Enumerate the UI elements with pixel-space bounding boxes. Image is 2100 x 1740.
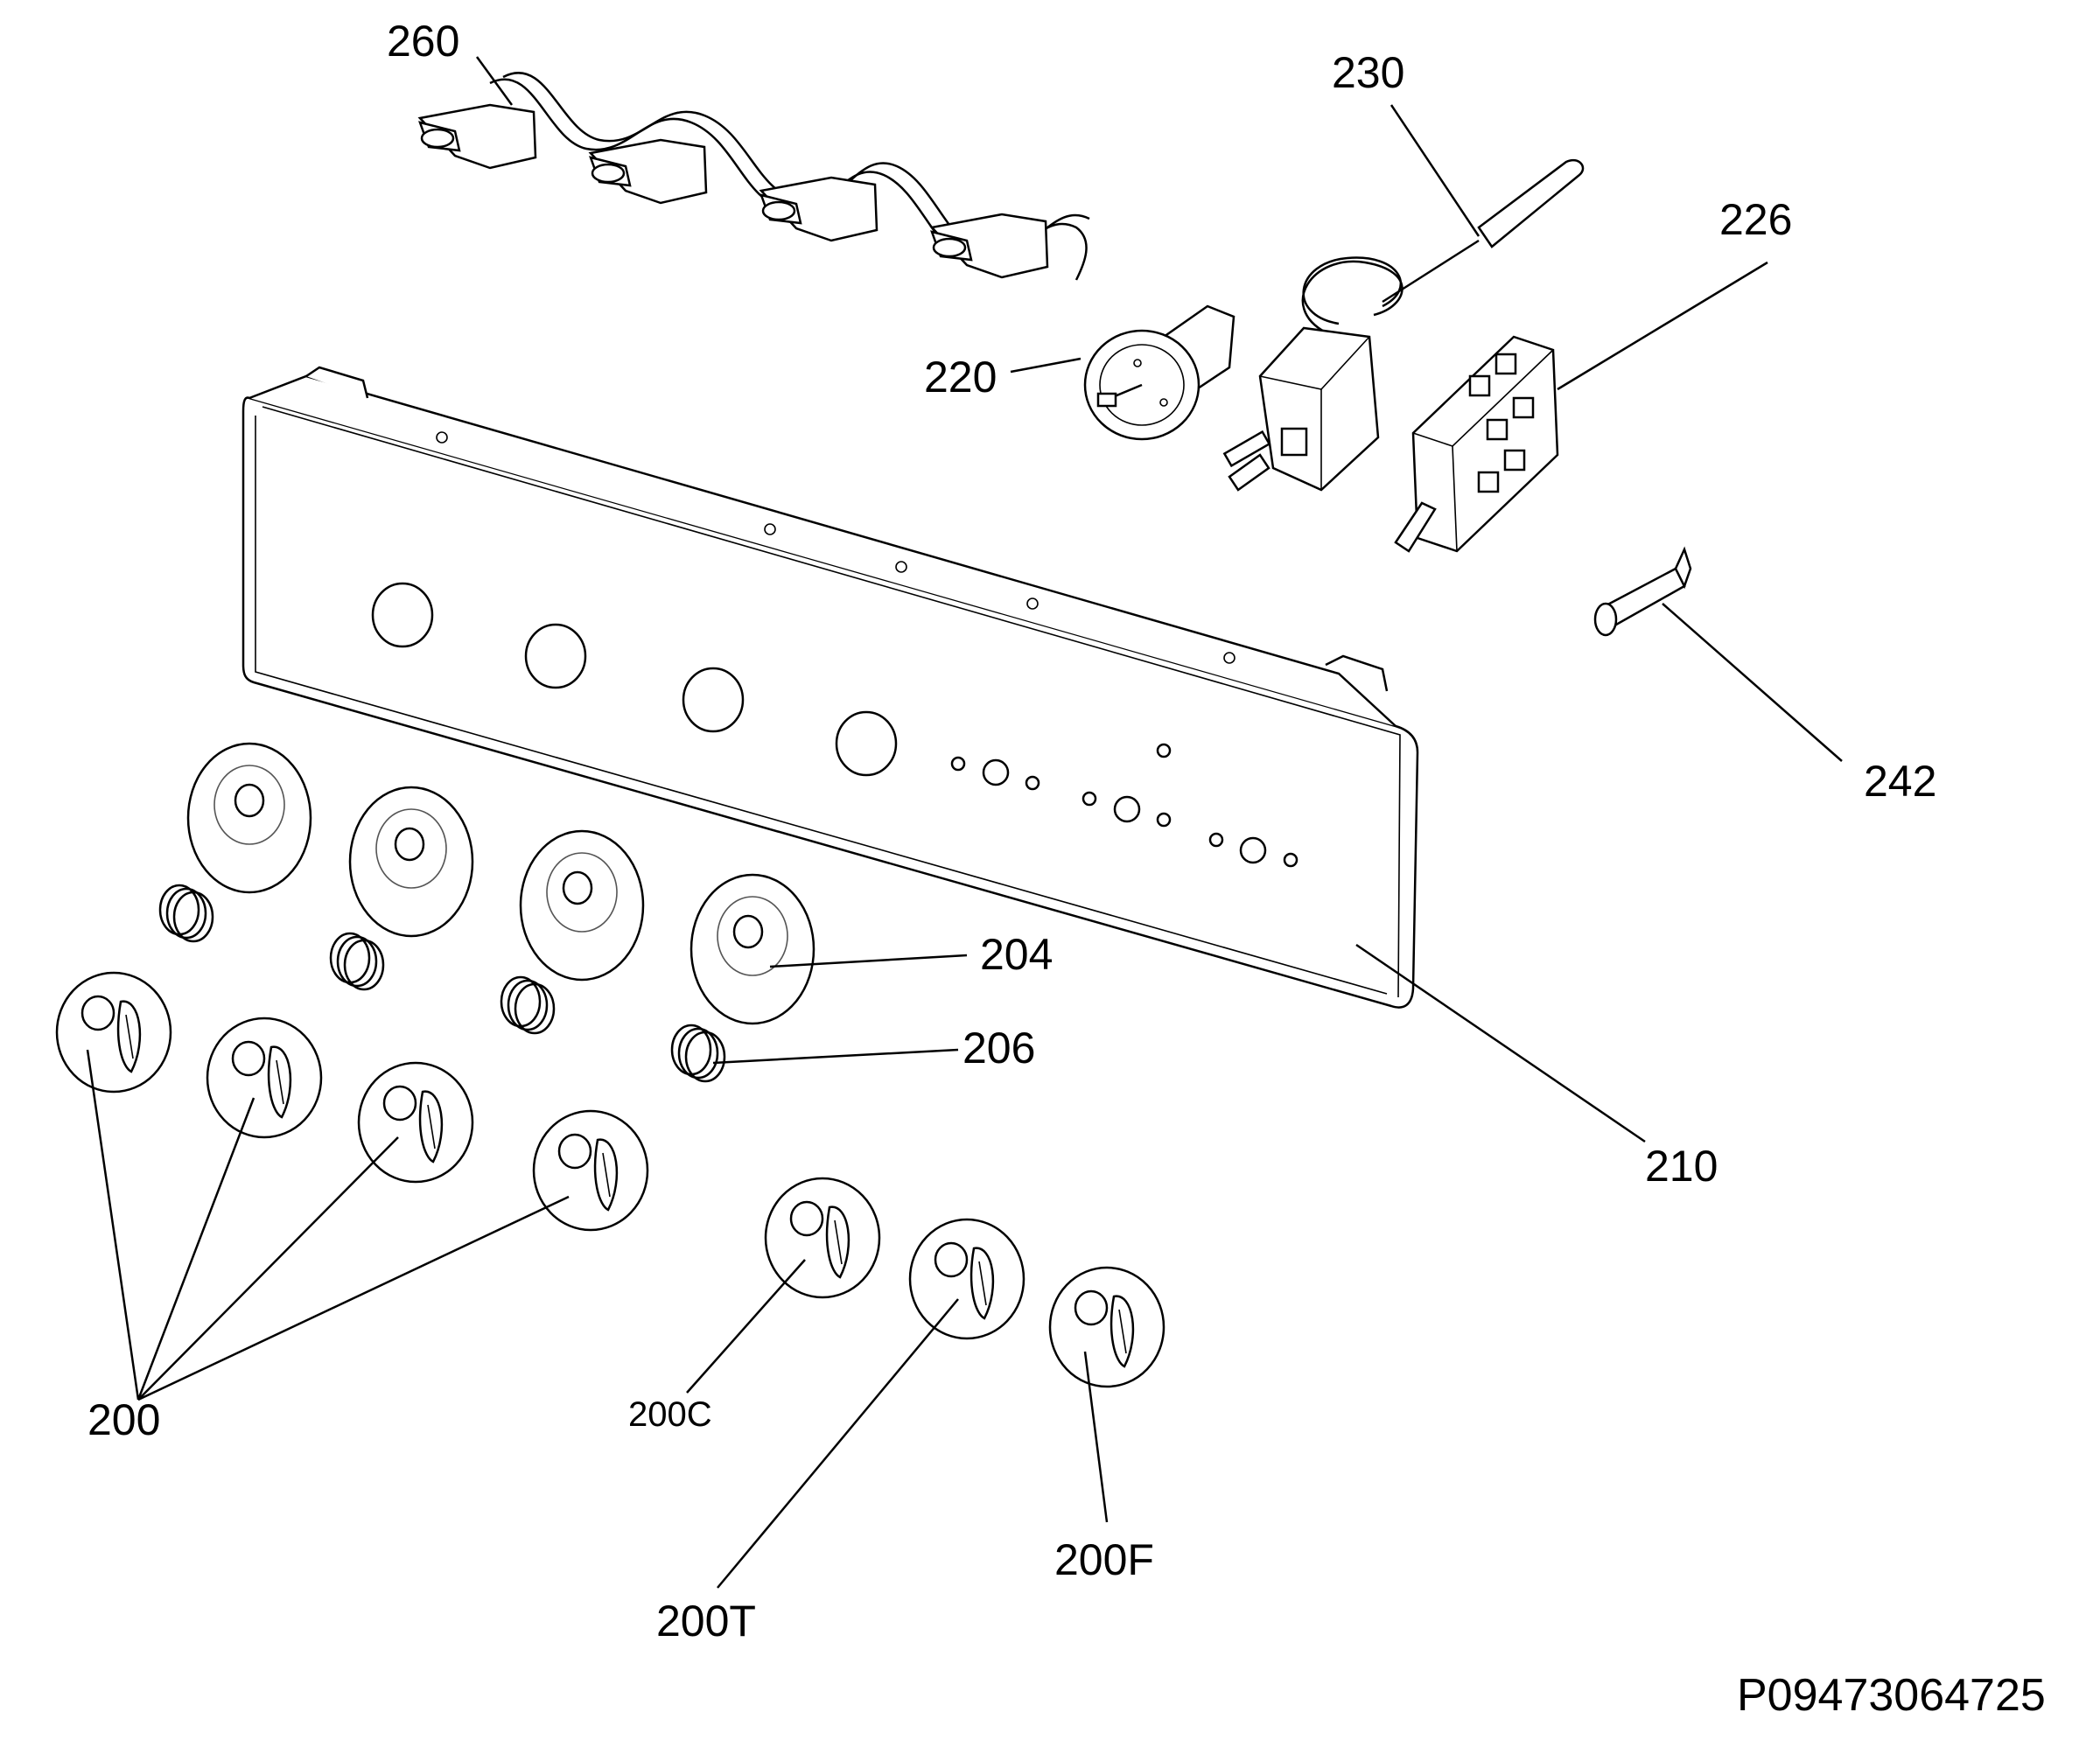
callout-200C: 200C <box>628 1395 712 1434</box>
callout-labels: 260 230 226 220 242 204 206 210 200 200C… <box>88 17 2046 1721</box>
callout-242: 242 <box>1864 757 1936 806</box>
ignition-harness-part <box>417 72 1090 281</box>
control-panel-part <box>242 366 1419 1009</box>
leader-lines <box>86 56 1843 1589</box>
callout-204: 204 <box>980 930 1053 979</box>
callout-260: 260 <box>387 17 459 66</box>
callout-206: 206 <box>962 1024 1035 1073</box>
spring-parts <box>158 884 726 1083</box>
callout-226: 226 <box>1719 195 1792 244</box>
knob-parts <box>55 971 1166 1388</box>
callout-220: 220 <box>924 353 997 402</box>
microswitch-part <box>1593 546 1692 637</box>
bezel-parts <box>186 742 816 1025</box>
callout-200T: 200T <box>656 1597 756 1646</box>
selector-switch-part <box>1394 335 1559 553</box>
diagram-reference-code: P09473064725 <box>1737 1670 2046 1721</box>
thermostat-part <box>1222 159 1585 492</box>
callout-200: 200 <box>88 1395 160 1444</box>
callout-230: 230 <box>1332 48 1404 97</box>
callout-200F: 200F <box>1054 1535 1154 1584</box>
callout-210: 210 <box>1645 1142 1718 1191</box>
timer-motor-part <box>1083 304 1236 441</box>
